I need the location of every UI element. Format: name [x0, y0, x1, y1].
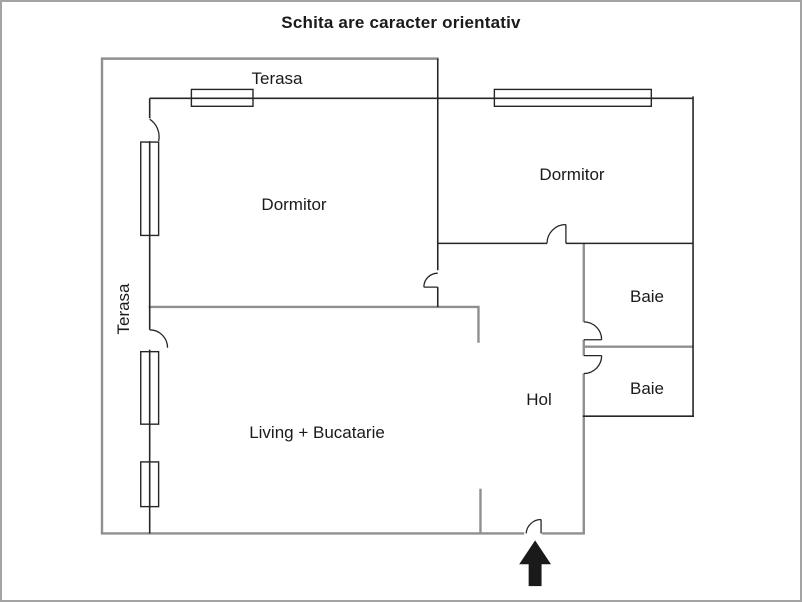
entrance-arrow-icon: [519, 540, 551, 587]
door-dormitor-right: [546, 223, 567, 244]
door-baie-lower: [583, 354, 603, 375]
room-label-dormitor-left: Dormitor: [261, 195, 327, 214]
room-label-baie-lower: Baie: [629, 379, 665, 398]
window-left-dormitor: [140, 141, 160, 237]
entrance-arrow-head: [519, 540, 551, 565]
living-top-wall: [148, 305, 480, 343]
door-dormitor-terrace: [149, 118, 160, 142]
door-dormitor-left: [423, 272, 438, 288]
gray-walls-group: [100, 57, 694, 535]
door-baie-upper: [583, 321, 603, 341]
window-left-living-1: [140, 350, 160, 425]
door-living-terrace: [149, 329, 169, 348]
room-label-living: Living + Bucatarie: [249, 423, 385, 442]
windows-group: [140, 88, 653, 508]
room-label-terasa-top: Terasa: [251, 69, 303, 88]
room-label-baie-upper: Baie: [629, 287, 665, 306]
room-label-terasa-left: Terasa: [114, 283, 133, 335]
door-entrance: [525, 518, 542, 534]
window-top-left: [190, 88, 254, 107]
window-top-right: [493, 88, 653, 107]
room-label-hol: Hol: [526, 390, 552, 409]
room-label-dormitor-right: Dormitor: [539, 165, 605, 184]
dark-walls-group: [148, 58, 695, 534]
entrance-arrow-stem: [528, 563, 542, 587]
doors-group: [149, 118, 603, 534]
window-left-living-2: [140, 461, 160, 508]
plan-disclaimer-title: Schita are caracter orientativ: [281, 13, 521, 32]
terrace-outline-wall: [100, 57, 439, 535]
